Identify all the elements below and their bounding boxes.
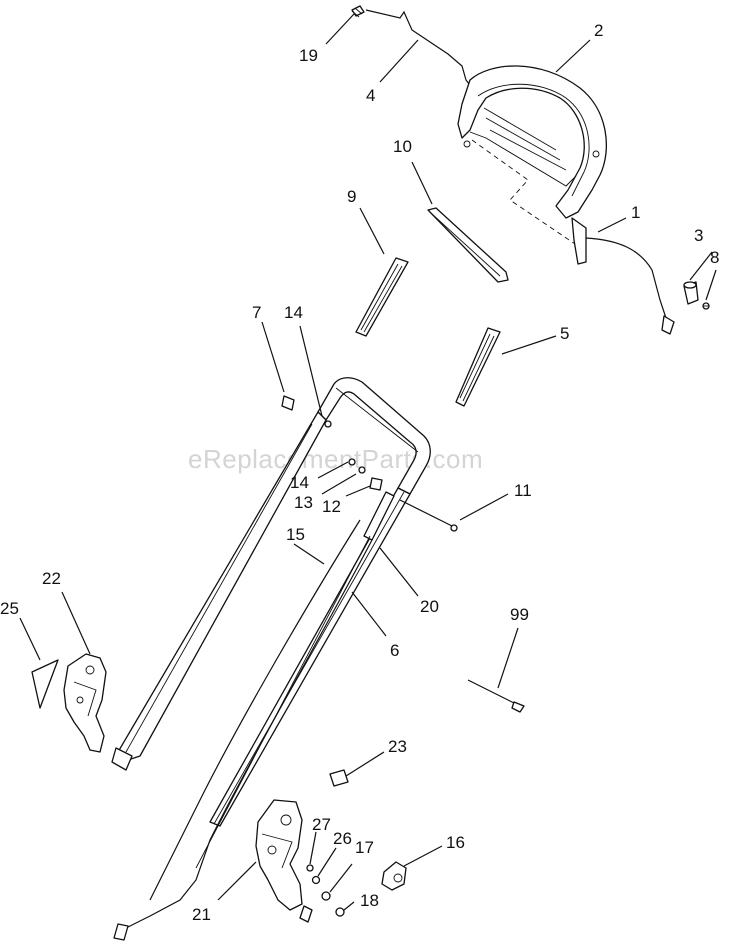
part-22-left-bracket[interactable] [63, 653, 107, 753]
part-6-cable[interactable] [121, 539, 373, 931]
callout-25: 25 [0, 599, 41, 661]
part-14-nut-upper[interactable] [324, 420, 332, 428]
part-21-right-bracket[interactable] [255, 799, 303, 911]
callout-23: 23 [345, 737, 407, 777]
part-27-washer[interactable] [306, 864, 314, 872]
callout-26: 26 [317, 829, 352, 877]
part-3-knob[interactable] [683, 281, 699, 305]
part-5-grip[interactable] [455, 327, 501, 407]
part-14-nut[interactable] [348, 458, 356, 466]
svg-text:14: 14 [290, 473, 309, 492]
svg-text:20: 20 [420, 597, 439, 616]
svg-text:1: 1 [631, 203, 640, 222]
svg-text:3: 3 [694, 226, 703, 245]
svg-text:5: 5 [560, 324, 569, 343]
part-18-nut[interactable] [335, 907, 345, 917]
callout-12: 12 [322, 485, 371, 516]
callout-21: 21 [192, 861, 257, 924]
callout-2: 2 [555, 21, 603, 73]
callout-6: 6 [351, 591, 399, 660]
part-2-control-housing[interactable] [457, 65, 608, 219]
svg-text:17: 17 [355, 838, 374, 857]
part-16-knob[interactable] [381, 861, 407, 891]
callout-4: 4 [366, 39, 419, 105]
svg-text:12: 12 [322, 497, 341, 516]
assembly-line [471, 139, 579, 247]
part-25-plate[interactable] [31, 659, 59, 709]
callout-13: 13 [294, 473, 357, 512]
svg-text:10: 10 [393, 137, 412, 156]
callout-22: 22 [42, 569, 91, 655]
callout-16: 16 [403, 833, 465, 867]
svg-text:27: 27 [312, 815, 331, 834]
callout-3: 3 [689, 226, 713, 281]
svg-text:7: 7 [252, 303, 261, 322]
svg-text:22: 22 [42, 569, 61, 588]
svg-text:9: 9 [347, 187, 356, 206]
svg-text:25: 25 [0, 599, 19, 618]
callout-99: 99 [497, 605, 529, 689]
part-99-cable-tie[interactable] [467, 679, 525, 713]
part-11-bolt[interactable] [399, 499, 458, 532]
part-10-cover[interactable] [427, 207, 509, 283]
part-8-screw[interactable] [702, 302, 710, 310]
svg-text:13: 13 [294, 493, 313, 512]
part-15-cable[interactable] [149, 519, 361, 901]
svg-text:16: 16 [446, 833, 465, 852]
callout-18: 18 [343, 891, 379, 911]
callout-11: 11 [459, 481, 532, 521]
svg-text:2: 2 [594, 21, 603, 40]
svg-text:8: 8 [710, 248, 719, 267]
callout-14: 14 [290, 461, 349, 492]
svg-text:4: 4 [366, 86, 375, 105]
svg-text:23: 23 [388, 737, 407, 756]
svg-text:14: 14 [284, 303, 303, 322]
svg-text:11: 11 [514, 481, 532, 500]
part-9-grip[interactable] [355, 257, 409, 337]
callout-17: 17 [329, 838, 374, 893]
svg-text:19: 19 [299, 46, 318, 65]
callout-10: 10 [393, 137, 433, 205]
callout-1: 1 [597, 203, 640, 233]
upper-handle-loop[interactable] [111, 377, 431, 827]
svg-text:26: 26 [333, 829, 352, 848]
callout-19: 19 [299, 13, 355, 65]
part-13-washer[interactable] [358, 466, 366, 474]
cable-end [113, 923, 129, 941]
svg-text:15: 15 [286, 525, 305, 544]
callout-15: 15 [286, 525, 325, 565]
part-7-bolt[interactable] [281, 395, 295, 411]
part-1-cable[interactable] [571, 217, 675, 335]
callout-20: 20 [379, 547, 439, 616]
watermark: eReplacementParts.com [188, 444, 483, 474]
callout-8: 8 [705, 248, 719, 301]
part-17-nut[interactable] [321, 891, 331, 901]
svg-text:99: 99 [510, 605, 529, 624]
bolt [299, 905, 313, 923]
svg-text:6: 6 [390, 641, 399, 660]
callout-5: 5 [501, 324, 569, 355]
part-26-spacer[interactable] [311, 875, 321, 885]
svg-text:18: 18 [360, 891, 379, 910]
callout-27: 27 [309, 815, 331, 865]
callout-7: 7 [252, 303, 285, 393]
callout-14-upper: 14 [284, 303, 323, 417]
callout-9: 9 [347, 187, 385, 255]
svg-text:21: 21 [192, 905, 211, 924]
part-4-bail-rod[interactable] [365, 9, 473, 89]
part-23-clip[interactable] [329, 769, 349, 787]
part-12-clip[interactable] [369, 477, 383, 491]
part-19-spring[interactable] [351, 5, 365, 18]
